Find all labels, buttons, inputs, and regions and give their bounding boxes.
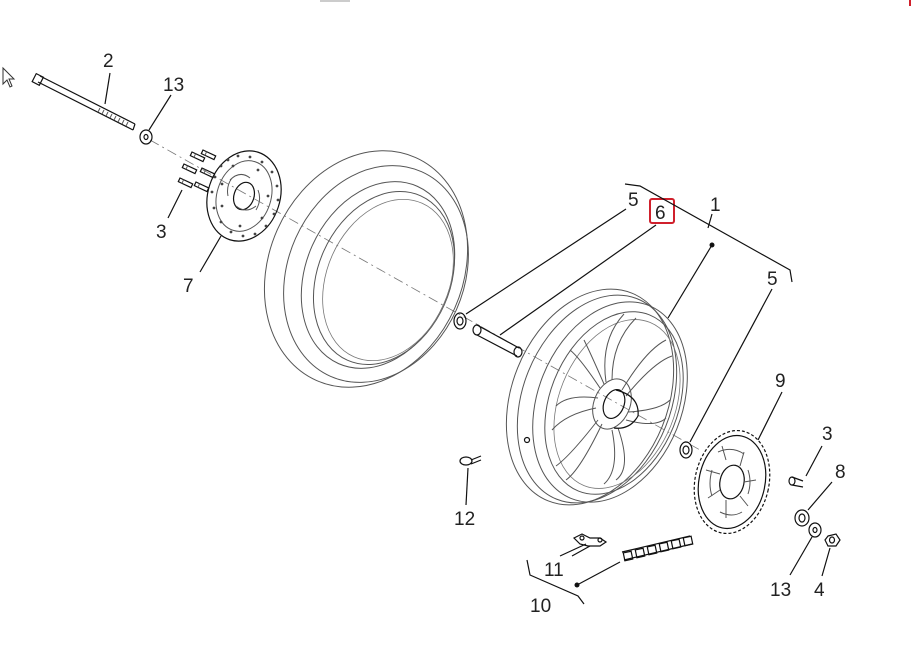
tire-part: [263, 150, 469, 388]
callout-axle: 2: [103, 51, 114, 72]
callout-nut: 4: [814, 580, 825, 601]
washer-bottom-part: [808, 522, 822, 538]
axle-part: [31, 72, 136, 131]
callout-brake-disc: 7: [183, 276, 194, 297]
bearing-top-part: [453, 312, 467, 330]
callout-bolt-right: 3: [822, 424, 833, 445]
sprocket-bolt-part: [788, 476, 804, 488]
valve-part: [459, 455, 482, 466]
wheel-rim-part: [505, 288, 688, 506]
callout-bearing-top: 5: [628, 190, 639, 211]
chain-part: [621, 535, 694, 562]
chain-clip-part: [572, 533, 608, 547]
washer-top-part: [139, 129, 153, 145]
sprocket-part: [693, 429, 771, 535]
callout-chain: 10: [530, 596, 551, 617]
callout-washer-top: 13: [163, 75, 184, 96]
callout-flange-nut: 8: [835, 462, 846, 483]
nut-part: [824, 533, 841, 547]
callout-wheel-assembly: 1: [710, 195, 721, 216]
callout-spacer: 6: [655, 203, 666, 224]
callout-washer-bottom: 13: [770, 580, 791, 601]
callout-valve: 12: [454, 509, 475, 530]
brake-disc-part: [206, 150, 282, 242]
bearing-right-part: [679, 441, 693, 459]
callout-sprocket: 9: [775, 371, 786, 392]
callout-bolts-left: 3: [156, 222, 167, 243]
mouse-cursor-icon: [2, 66, 16, 88]
callout-bearing-right: 5: [767, 269, 778, 290]
wheel-assembly-bracket: [624, 183, 793, 283]
flange-nut-part: [794, 509, 810, 527]
callout-chain-clip: 11: [544, 560, 564, 581]
spacer-part: [472, 324, 523, 358]
